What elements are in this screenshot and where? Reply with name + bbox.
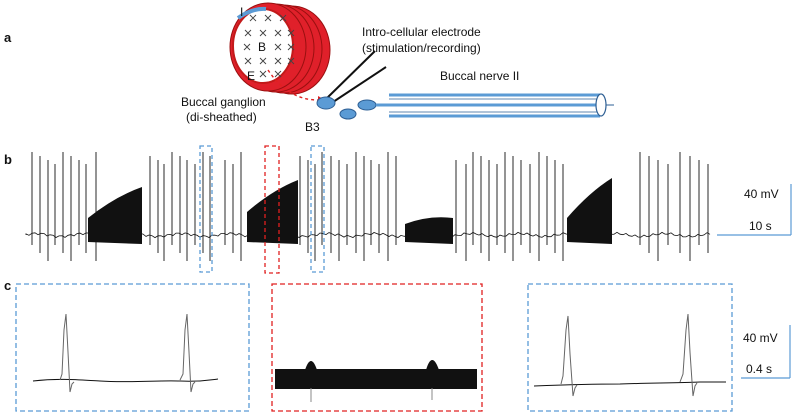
b3-neuron [316, 96, 377, 120]
highlight-box-blue-1 [199, 145, 213, 273]
scalebar-c [741, 325, 791, 379]
label-I: I [240, 5, 243, 19]
bursts-b [88, 178, 612, 244]
electrode-label-line1: Intro-cellular electrode [362, 25, 481, 39]
scalebar-c-voltage: 40 mV [743, 331, 778, 345]
electrode-shaft-2 [326, 66, 387, 107]
nerve-label: Buccal nerve II [440, 69, 519, 83]
internal-surface-marker [236, 6, 267, 20]
ganglion-label-line1: Buccal ganglion [181, 95, 266, 109]
ganglion-arrow [267, 69, 319, 101]
buccal-nerve [376, 93, 614, 118]
zoom-burst-peak-1 [305, 361, 317, 388]
electrode-shaft-1 [324, 50, 376, 101]
zoom-trace-left [32, 378, 219, 383]
burst-block [567, 178, 612, 244]
highlight-box-red [264, 145, 280, 274]
panel-label-b: b [4, 152, 12, 167]
buccal-ganglion-drawing [229, 2, 331, 95]
panel-label-c: c [4, 278, 11, 293]
zoom-trace-right [533, 381, 726, 387]
burst-block [88, 187, 142, 244]
ganglion-label-line2: (di-sheathed) [186, 110, 257, 124]
scalebar-c-time: 0.4 s [746, 362, 772, 376]
zoom-spike-left-2 [179, 313, 196, 393]
electrode-label-line2: (stimulation/recording) [362, 41, 481, 55]
neuron-cross-marks [243, 14, 295, 78]
zoom-spike-right-2 [679, 313, 698, 397]
label-B3: B3 [305, 120, 320, 134]
burst-block [247, 180, 298, 244]
zoom-spike-right-1 [560, 315, 578, 397]
scalebar-b [717, 184, 792, 236]
zoom-box-blue-right [527, 283, 733, 412]
zoom-box-red [271, 283, 483, 412]
zoom-burst-peak-2 [426, 360, 439, 388]
panel-label-a: a [4, 30, 12, 45]
spikes-b [31, 152, 709, 261]
zoom-box-blue-left [15, 283, 250, 412]
burst-block [405, 217, 453, 244]
label-B: B [258, 40, 266, 54]
scalebar-b-voltage: 40 mV [744, 187, 779, 201]
scalebar-b-time: 10 s [749, 219, 772, 233]
zoom-spike-left-1 [59, 313, 75, 393]
label-E: E [247, 69, 255, 83]
